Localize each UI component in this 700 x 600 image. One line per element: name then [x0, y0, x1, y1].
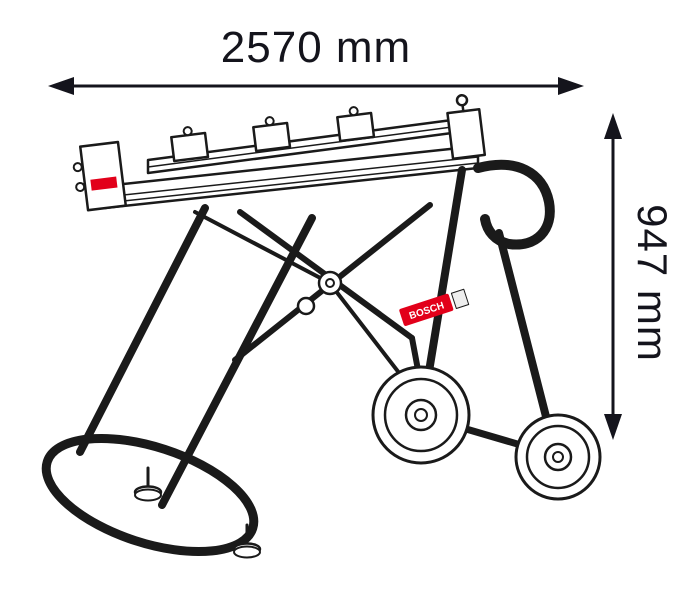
rear-right-leg	[495, 229, 556, 444]
left-end-bracket	[72, 140, 128, 212]
clamp-bracket-3	[336, 106, 376, 143]
fold-loop-handle	[41, 433, 259, 557]
height-arrow-head-top	[604, 113, 622, 139]
rear-wheel	[514, 413, 602, 501]
model-tag	[450, 288, 470, 310]
front-right-leg	[420, 166, 466, 406]
height-arrow-head-bottom	[604, 414, 622, 440]
pivot-joint	[317, 270, 343, 296]
bosch-brand-badge: BOSCH	[399, 288, 470, 326]
miter-saw-stand-drawing: BOSCH	[41, 93, 602, 559]
bosch-badge-background	[399, 293, 454, 326]
leveling-foot-right	[232, 523, 262, 559]
front-wheel	[371, 365, 471, 465]
leveling-foot-left	[133, 466, 163, 502]
release-mechanism	[296, 296, 316, 316]
width-arrow-head-right	[558, 77, 584, 95]
clamp-bracket-1	[170, 126, 210, 163]
front-left-leg	[76, 204, 209, 456]
clamp-bracket-2	[252, 116, 292, 153]
transport-handle	[473, 159, 555, 250]
height-dimension-arrow	[604, 113, 622, 440]
width-dimension-arrow	[48, 77, 584, 95]
right-end-bracket	[446, 93, 487, 161]
left-red-label	[90, 176, 118, 191]
width-dimension-label: 2570 mm	[220, 23, 412, 72]
width-arrow-head-left	[48, 77, 74, 95]
